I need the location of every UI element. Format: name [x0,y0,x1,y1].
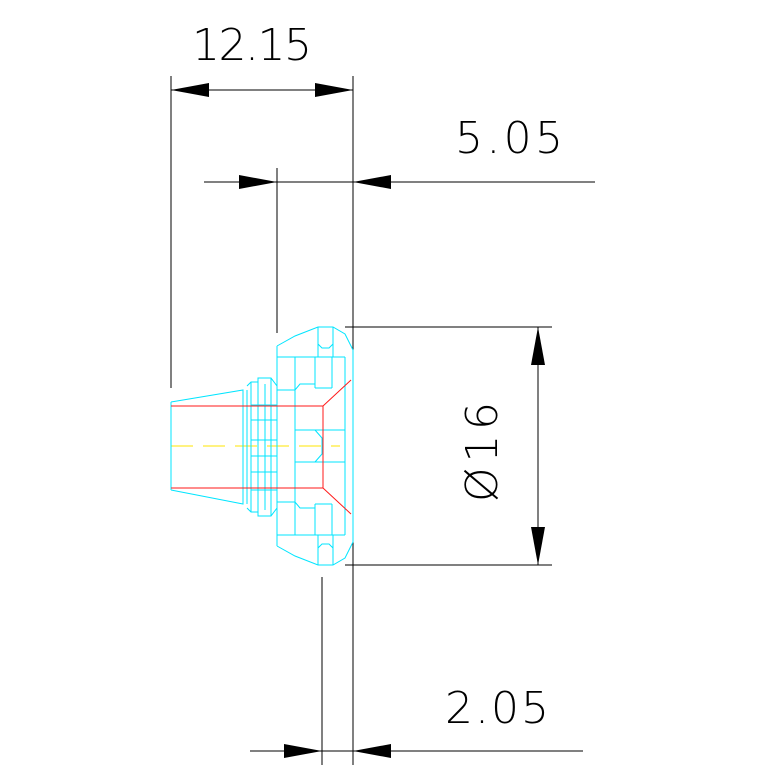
dimension-overall-length: 12.15 [170,20,354,765]
dimension-text-flange-length: 2.05 [445,683,549,734]
arrow-top [531,327,545,365]
dimension-head-length: 5.05 [204,113,595,333]
arrow-left [239,175,277,189]
head-outline [276,326,354,566]
part-drawing [170,326,354,566]
arrow-right [353,744,391,758]
arrow-left [171,83,209,97]
arrow-right [353,175,391,189]
dimension-flange-length: 2.05 [250,577,583,765]
dimension-text-overall-length: 12.15 [192,20,312,71]
collar-outline [246,377,278,517]
dimension-text-head-length: 5.05 [455,113,563,164]
arrow-bottom [531,527,545,565]
internal-bore [171,379,352,515]
shank-outline [170,389,248,505]
dimension-diameter: Ø16 [345,326,552,566]
dimension-text-diameter: Ø16 [457,402,508,502]
arrow-left [284,744,322,758]
arrow-right [315,83,353,97]
